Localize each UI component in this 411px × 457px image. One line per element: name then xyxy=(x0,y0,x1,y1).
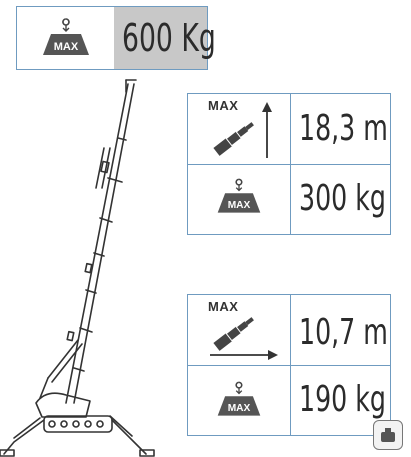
max-load-badge: MAX 600 Kg xyxy=(16,6,216,70)
height-icon-cell: MAX xyxy=(188,94,291,165)
svg-text:MAX: MAX xyxy=(54,41,79,53)
outreach-value: 10,7 m xyxy=(299,312,388,353)
height-value: 18,3 m xyxy=(299,108,388,149)
max-label: MAX xyxy=(208,98,239,113)
load-value: 300 kg xyxy=(299,178,386,219)
svg-text:MAX: MAX xyxy=(228,403,251,414)
max-label: MAX xyxy=(208,299,239,314)
load-value: 190 kg xyxy=(299,379,386,420)
max-load-value-cell: 600 Kg xyxy=(114,7,216,69)
weight-button[interactable] xyxy=(373,420,403,450)
weight-max-icon: MAX xyxy=(217,381,261,416)
svg-text:MAX: MAX xyxy=(228,200,251,211)
outreach-value-cell: 10,7 m xyxy=(291,295,390,366)
load-icon-cell: MAX xyxy=(188,366,291,435)
weight-max-icon: MAX xyxy=(217,178,261,213)
height-value-cell: 18,3 m xyxy=(291,94,390,165)
boom-vertical-arrow-icon xyxy=(213,102,272,158)
horizontal-spec-table: MAX 10,7 m MAX 190 kg xyxy=(187,294,391,436)
weight-icon xyxy=(381,428,395,442)
outreach-icon-cell: MAX xyxy=(188,295,291,366)
vertical-spec-table: MAX 18,3 m MAX 300 kg xyxy=(187,93,391,235)
max-load-value: 600 Kg xyxy=(122,16,216,60)
spider-crane-illustration xyxy=(0,79,155,457)
load-value-cell: 190 kg xyxy=(291,366,390,435)
load-icon-cell: MAX xyxy=(188,165,291,234)
load-value-cell: 300 kg xyxy=(291,165,390,234)
weight-max-icon: MAX xyxy=(43,18,89,55)
max-load-icon-cell: MAX xyxy=(17,7,115,69)
boom-horizontal-arrow-icon xyxy=(210,317,278,360)
